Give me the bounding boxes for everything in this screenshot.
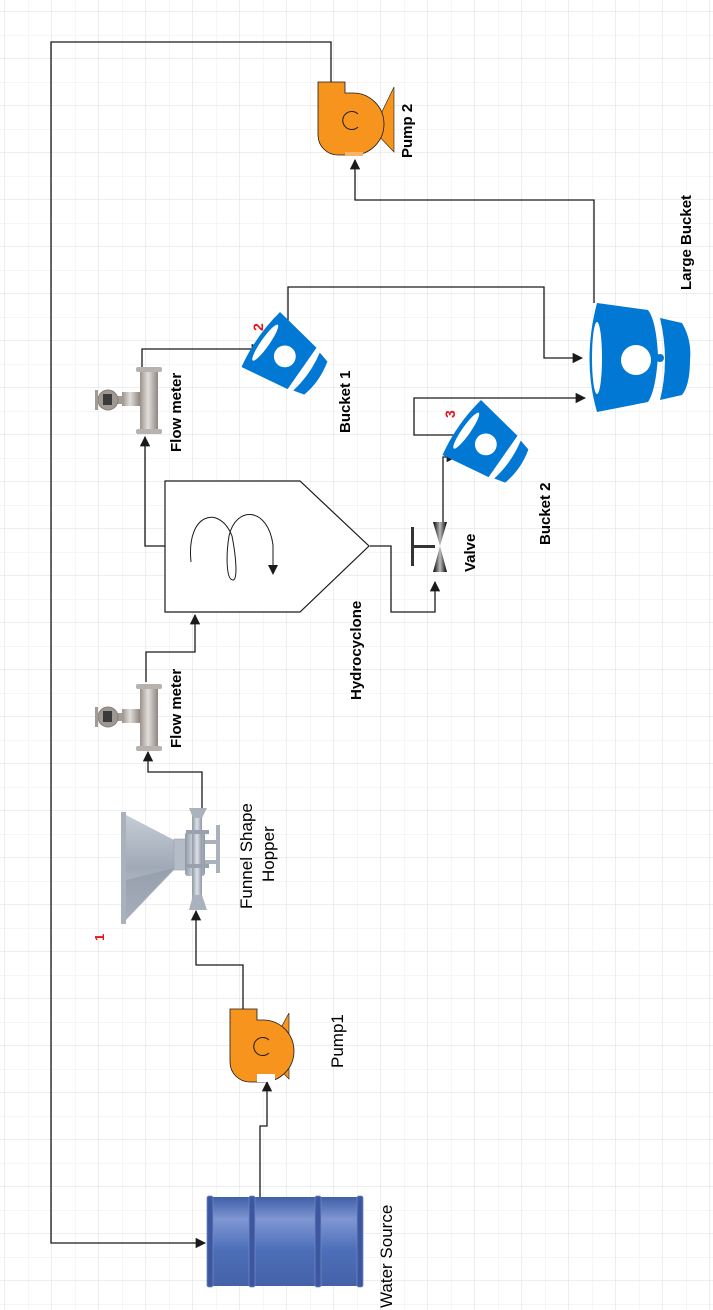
bucket-icon (589, 303, 691, 412)
pipe-hydrocyclone-to-valve[interactable] (370, 545, 441, 613)
pipe-bucket-2-to-large-bucket[interactable] (413, 392, 587, 436)
hydrocyclone-icon (164, 480, 370, 613)
funnel-hopper[interactable]: Funnel Shape Hopper (121, 803, 278, 924)
pipe-hopper-to-flow-meter-1[interactable] (142, 750, 203, 808)
flow-meter-1[interactable]: Flow meter (95, 669, 185, 751)
bucket-icon (241, 311, 328, 395)
flow-meter-icon (95, 684, 162, 751)
hydrocyclone-label: Hydrocyclone (348, 601, 365, 700)
pump2[interactable]: Pump 2 (317, 81, 416, 158)
pump1-label: Pump1 (328, 1014, 347, 1068)
large-bucket-label: Large Bucket (678, 195, 695, 290)
flow-meter-1-label: Flow meter (168, 669, 185, 748)
marker-1: 1 (92, 934, 107, 941)
hopper-label-line2: Hopper (259, 826, 278, 882)
pump1[interactable]: Pump1 (229, 1008, 347, 1083)
bucket-2-label: Bucket 2 (537, 482, 554, 545)
bucket-icon (442, 399, 529, 483)
pipe-flow-meter-2-to-bucket-1[interactable] (141, 343, 263, 368)
valve-label: Valve (462, 534, 479, 572)
marker-2: 2 (250, 323, 266, 331)
funnel-hopper-icon (121, 808, 220, 924)
pump-icon (317, 81, 395, 156)
bucket-1[interactable]: 2 Bucket 1 (239, 310, 354, 433)
pipe-water-source-to-pump1[interactable] (259, 1080, 273, 1197)
bucket-2[interactable]: 3 Bucket 2 (440, 398, 554, 545)
pump-icon (229, 1008, 295, 1083)
bucket-1-label: Bucket 1 (337, 370, 354, 433)
barrel-icon (206, 1195, 364, 1288)
flow-meter-2-label: Flow meter (168, 373, 185, 452)
connectors (50, 41, 595, 1249)
pipe-bucket-1-to-large-bucket[interactable] (287, 286, 584, 364)
hydrocyclone[interactable]: Hydrocyclone (164, 480, 370, 700)
flow-meter-icon (95, 367, 162, 434)
hopper-label-line1: Funnel Shape (237, 803, 256, 909)
pipe-large-bucket-to-pump-2[interactable] (349, 158, 595, 303)
water-source-label: Water Source (377, 1205, 396, 1308)
valve-icon (411, 522, 447, 572)
valve[interactable]: Valve (411, 522, 479, 572)
pipe-pump2-to-water-source[interactable] (50, 41, 332, 1249)
large-bucket[interactable]: Large Bucket (589, 195, 696, 412)
pipe-hydrocyclone-to-flow-meter-2[interactable] (139, 435, 165, 547)
pump2-label: Pump 2 (399, 104, 416, 158)
water-source[interactable]: Water Source (206, 1195, 396, 1308)
marker-3: 3 (442, 410, 458, 418)
pipe-pump1-to-hopper[interactable] (190, 909, 244, 1010)
pipe-flow-meter-1-to-hydrocyclone[interactable] (145, 613, 201, 682)
flow-meter-2[interactable]: Flow meter (95, 367, 185, 452)
